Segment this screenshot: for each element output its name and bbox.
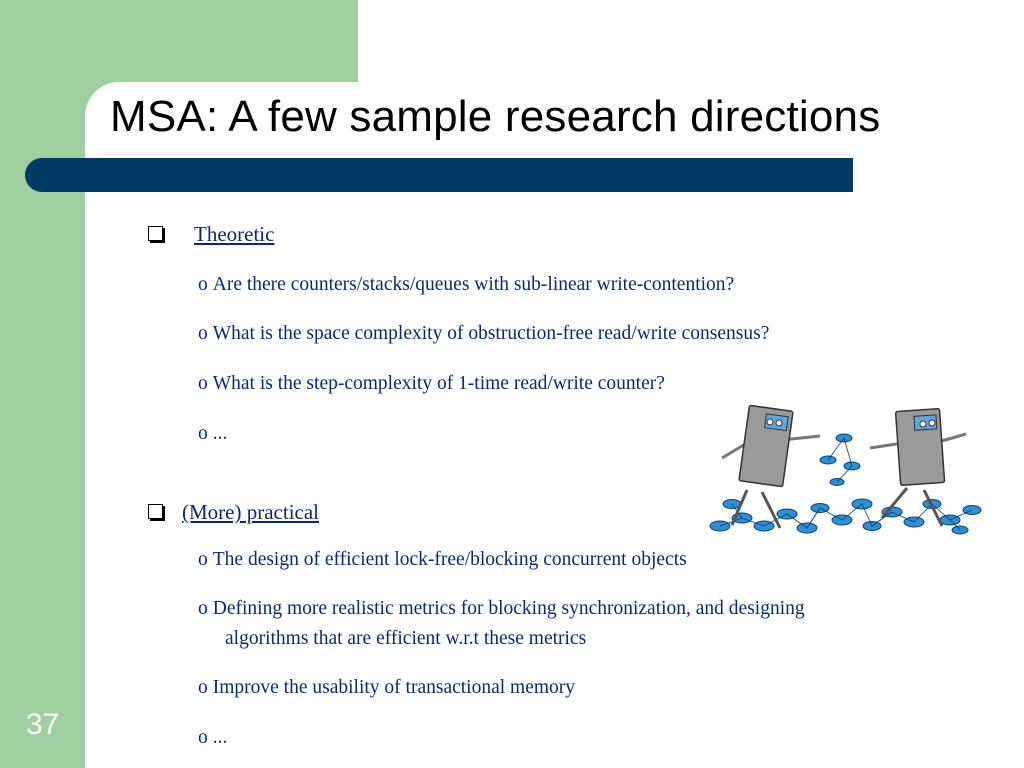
walking-computers-clipart xyxy=(709,404,982,535)
slide-content-area xyxy=(85,82,1024,768)
list-item: o... xyxy=(198,723,227,753)
list-item-text: The design of efficient lock-free/blocki… xyxy=(212,549,687,570)
right-computer-robot xyxy=(869,407,967,527)
list-item-text: ... xyxy=(212,727,228,748)
theoretic-link[interactable]: Theoretic xyxy=(194,222,275,246)
list-item-text: What is the space complexity of obstruct… xyxy=(212,323,770,344)
list-item-text: Defining more realistic metrics for bloc… xyxy=(212,598,805,619)
circle-bullet-icon: o xyxy=(198,423,208,444)
list-item-text: Are there counters/stacks/queues with su… xyxy=(212,274,735,295)
circle-bullet-icon: o xyxy=(198,727,208,748)
circle-bullet-icon: o xyxy=(198,373,208,394)
circle-bullet-icon: o xyxy=(198,323,208,344)
slide-side-strip xyxy=(0,0,85,768)
slide-title: MSA: A few sample research directions xyxy=(110,92,881,141)
list-item-text: ... xyxy=(212,423,228,444)
checkbox-bullet-icon xyxy=(148,504,163,519)
circle-bullet-icon: o xyxy=(198,598,208,619)
title-underline-bar xyxy=(25,158,853,192)
list-item-text-continued: algorithms that are efficient w.r.t thes… xyxy=(225,628,587,649)
left-computer-robot xyxy=(721,404,821,529)
circle-bullet-icon: o xyxy=(198,677,208,698)
circle-bullet-icon: o xyxy=(198,274,208,295)
list-item-text: Improve the usability of transactional m… xyxy=(212,677,576,698)
slide-number: 37 xyxy=(25,708,60,741)
list-item: o... xyxy=(198,419,227,449)
more-practical-link[interactable]: (More) practical xyxy=(182,500,320,524)
circle-bullet-icon: o xyxy=(198,549,208,570)
checkbox-bullet-icon xyxy=(148,226,163,241)
list-item-text: What is the step-complexity of 1-time re… xyxy=(212,373,665,394)
